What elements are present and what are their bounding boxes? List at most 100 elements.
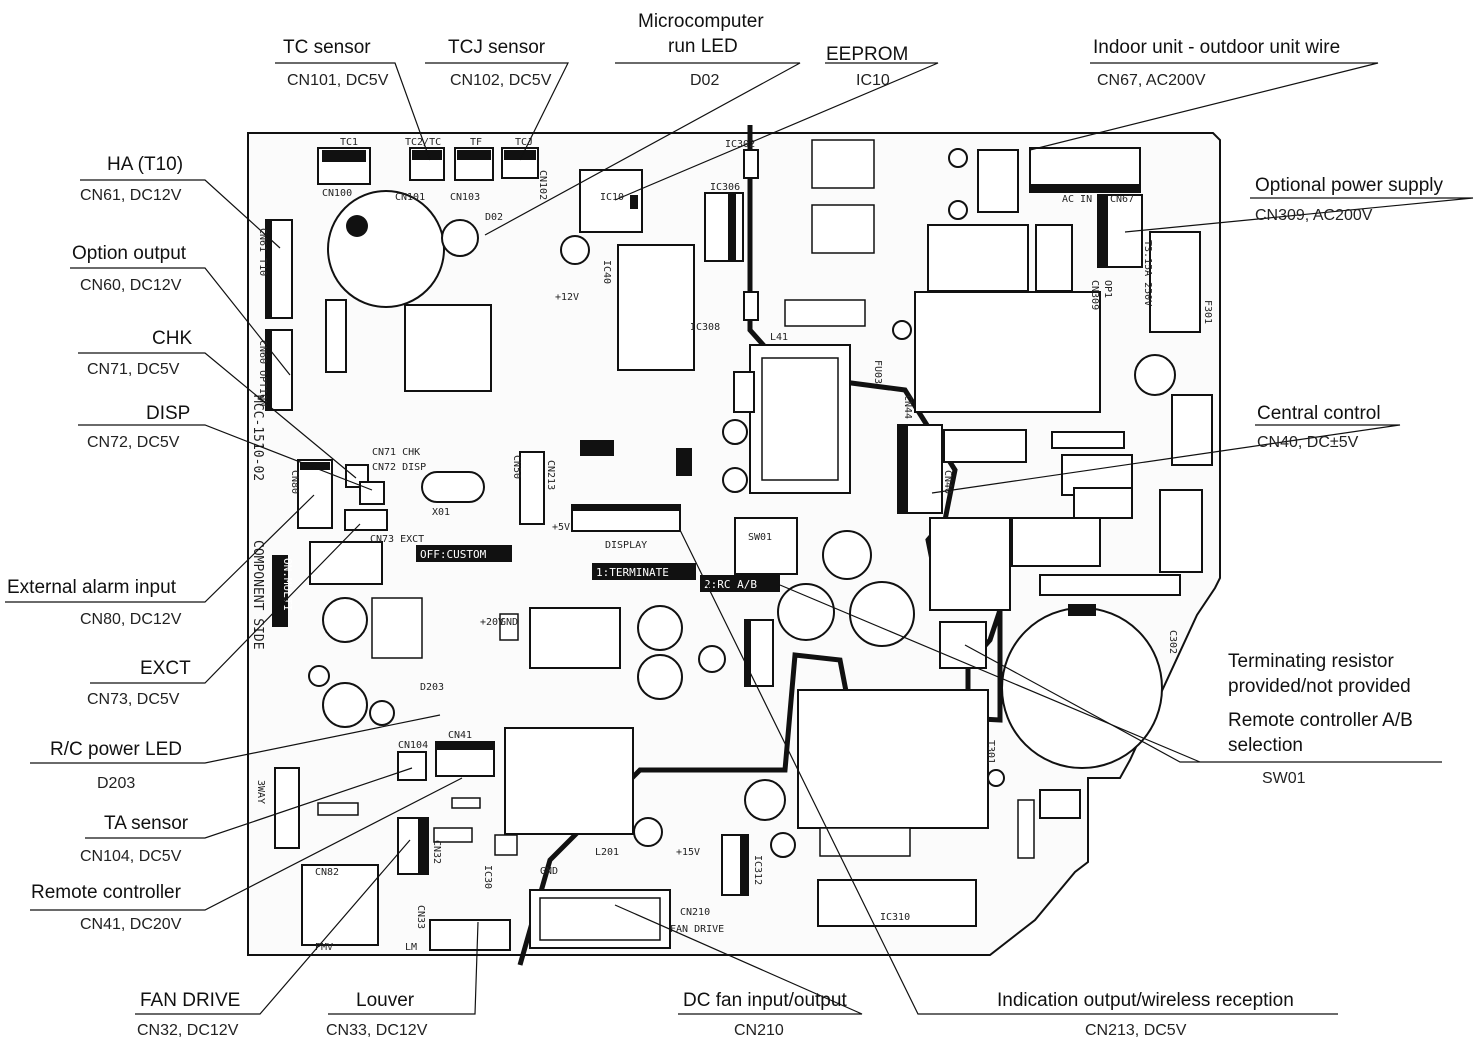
silk-pmv: PMV [315, 942, 333, 953]
buzzer [327, 190, 445, 308]
label-chk: CHK [152, 328, 193, 349]
crystal-x01 [421, 471, 485, 503]
label-ta-sensor: TA sensor [104, 813, 189, 834]
label-terminating-2: provided/not provided [1228, 676, 1411, 697]
label-tc-sensor: TC sensor [283, 37, 371, 58]
label-exct: EXCT [140, 658, 191, 679]
label-dc-fan-sub: CN210 [734, 1022, 784, 1039]
label-eeprom-sub: IC10 [856, 72, 890, 89]
svg-text:ON:MULTI: ON:MULTI [281, 558, 294, 611]
silk-cn100: CN100 [322, 188, 352, 199]
label-fan-drive: FAN DRIVE [140, 990, 241, 1011]
silk-cn71: CN71 CHK [372, 447, 420, 458]
label-remote-controller: Remote controller [31, 882, 181, 903]
label-chk-sub: CN71, DC5V [87, 361, 180, 378]
fuse-f301 [1149, 231, 1201, 333]
silk-fu03: FU03 [872, 360, 883, 384]
silk-plus20v: +20V [480, 617, 504, 628]
silk-cn32: CN32 [431, 840, 442, 864]
ic40 [617, 244, 695, 371]
label-louver-sub: CN33, DC12V [326, 1022, 428, 1039]
connector-cn33 [429, 919, 511, 951]
board-side-silk: COMPONENT SIDE [250, 540, 265, 650]
silk-cn73: CN73 EXCT [370, 534, 424, 545]
label-dc-fan: DC fan input/output [683, 990, 847, 1011]
silk-x01: X01 [432, 507, 450, 518]
label-opt-power: Optional power supply [1255, 175, 1443, 196]
svg-text:OFF:CUSTOM: OFF:CUSTOM [420, 548, 487, 561]
silk-cn40: CN40 [942, 470, 953, 494]
silk-cn101: CN101 [395, 192, 425, 203]
label-exct-sub: CN73, DC5V [87, 691, 180, 708]
silk-cn44: CN44 [902, 395, 913, 419]
transformer-t301 [797, 689, 989, 829]
label-ha-sub: CN61, DC12V [80, 187, 182, 204]
silk-ic302: IC302 [725, 139, 755, 150]
silk-tc1: TC1 [340, 137, 358, 148]
transformer-l301 [914, 291, 1101, 413]
label-louver: Louver [356, 990, 415, 1011]
label-ta-sensor-sub: CN104, DC5V [80, 848, 182, 865]
connector-cn72 [359, 481, 385, 505]
silk-cn103: CN103 [450, 192, 480, 203]
silk-sw01: SW01 [748, 532, 772, 543]
label-micro-led-1: Microcomputer [638, 11, 764, 32]
silk-t301: T301 [985, 740, 996, 764]
label-terminating-sub: SW01 [1262, 770, 1306, 787]
capacitor-c302 [1001, 607, 1163, 769]
transformer-l201 [504, 727, 634, 835]
silk-gnd2: GND [540, 866, 558, 877]
label-indication-sub: CN213, DC5V [1085, 1022, 1187, 1039]
tag-on-multi: ON:MULTI [272, 555, 294, 627]
label-central-control-sub: CN40, DC±5V [1257, 434, 1359, 451]
label-tc-sensor-sub: CN101, DC5V [287, 72, 389, 89]
label-remote-controller-sub: CN41, DC20V [80, 916, 182, 933]
silk-tf: TF [470, 137, 482, 148]
silk-f301: F301 [1202, 300, 1213, 324]
connector-cn82 [301, 864, 379, 946]
label-terminating-1: Terminating resistor [1228, 651, 1394, 672]
connector-cn80 [297, 459, 333, 529]
silk-op1: OP1 [1102, 280, 1113, 298]
label-option-output: Option output [72, 243, 187, 264]
label-wire-sub: CN67, AC200V [1097, 72, 1206, 89]
tag-terminate: 1:TERMINATE [592, 563, 696, 580]
tag-off-custom: OFF:CUSTOM [416, 545, 512, 562]
silk-cn33: CN33 [415, 905, 426, 929]
svg-text:2:RC A/B: 2:RC A/B [704, 578, 757, 591]
label-micro-led-2: run LED [668, 36, 738, 57]
silk-ic306: IC306 [710, 182, 740, 193]
silk-ic310: IC310 [880, 912, 910, 923]
silk-ic40: IC40 [601, 260, 612, 284]
switch-sw01 [734, 517, 798, 575]
silk-tcj: TCJ [515, 137, 533, 148]
silk-cn82: CN82 [315, 867, 339, 878]
ic306 [704, 192, 744, 262]
transformer-l41 [749, 344, 851, 494]
silk-plus15v: +15V [676, 847, 700, 858]
label-terminating-3: Remote controller A/B [1228, 710, 1413, 731]
silk-l41: L41 [770, 332, 788, 343]
label-eeprom: EEPROM [826, 44, 909, 65]
silk-ic30: IC30 [482, 865, 493, 889]
silk-plus5v: +5V [552, 522, 570, 533]
silk-cn80: CN80 [289, 470, 300, 494]
label-disp-sub: CN72, DC5V [87, 434, 180, 451]
connector-cn102 [501, 147, 539, 179]
silk-cn50: CN50 [511, 455, 522, 479]
main-mcu [404, 304, 492, 392]
silk-cn61: CN61 T10 [257, 228, 268, 276]
label-disp: DISP [146, 403, 191, 424]
label-option-output-sub: CN60, DC12V [80, 277, 182, 294]
tag-rc-ab: 2:RC A/B [700, 575, 780, 592]
svg-text:1:TERMINATE: 1:TERMINATE [596, 566, 669, 579]
silk-display: DISPLAY [605, 540, 647, 551]
label-external-alarm: External alarm input [7, 577, 176, 598]
silk-fuse: T3.15A 250V [1142, 240, 1153, 306]
label-external-alarm-sub: CN80, DC12V [80, 611, 182, 628]
label-terminating-4: selection [1228, 735, 1303, 756]
silk-acin: AC IN [1062, 194, 1092, 205]
silk-cn60: CN60 OPTION [257, 340, 268, 406]
silk-plus12v: +12V [555, 292, 579, 303]
label-rc-led: R/C power LED [50, 739, 182, 760]
